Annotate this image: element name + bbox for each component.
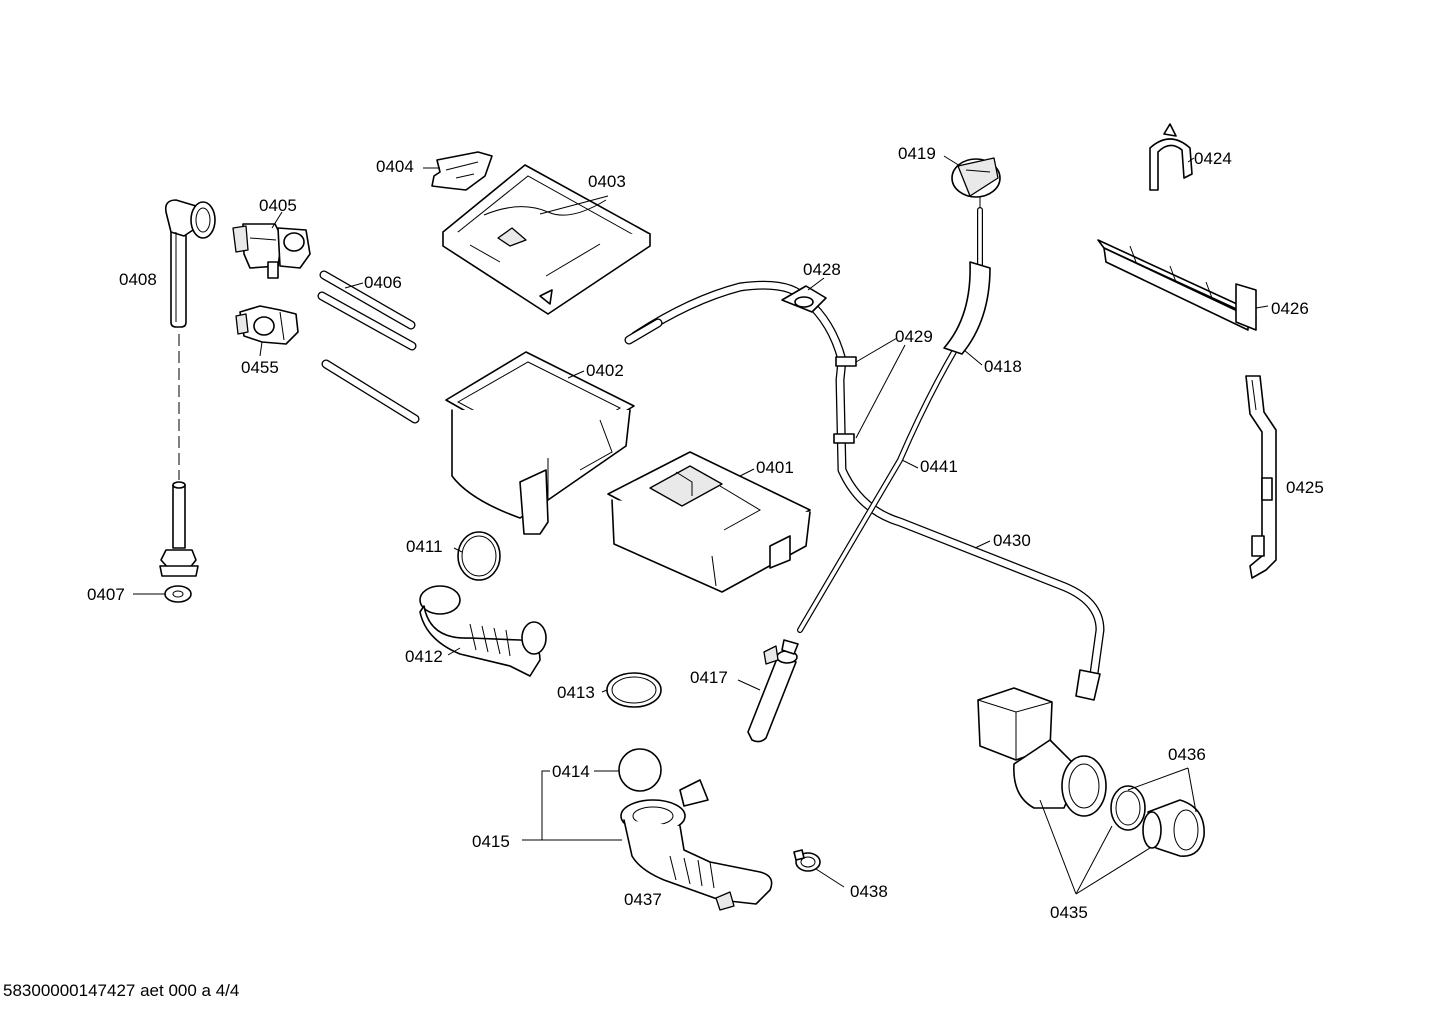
callout-0413: 0413 xyxy=(557,683,595,702)
callout-0428: 0428 xyxy=(803,260,841,279)
rail-0426 xyxy=(1097,239,1257,331)
air-trap-0417 xyxy=(747,639,799,743)
callout-0411: 0411 xyxy=(406,537,443,556)
pump-filter-0436 xyxy=(1142,799,1205,857)
solenoid-valve-0405 xyxy=(232,223,311,279)
drawer-frame-0403 xyxy=(442,164,651,315)
pressure-switch-0419 xyxy=(951,157,1001,208)
callout-0414: 0414 xyxy=(552,762,590,781)
callout-0406: 0406 xyxy=(364,273,402,292)
callout-0407: 0407 xyxy=(87,585,125,604)
callout-0419: 0419 xyxy=(898,144,936,163)
callout-0402: 0402 xyxy=(586,361,624,380)
seal-ring-0413 xyxy=(606,672,662,708)
bellows-hose-0412 xyxy=(419,585,547,677)
callout-0437: 0437 xyxy=(624,890,662,909)
bracket-0424 xyxy=(1149,123,1193,191)
callout-0405: 0405 xyxy=(259,196,297,215)
clip-0404 xyxy=(431,151,493,191)
callout-0430: 0430 xyxy=(993,531,1031,550)
solenoid-valve-0455 xyxy=(235,305,299,345)
drain-pump-0435 xyxy=(977,687,1146,831)
inlet-elbow-0408 xyxy=(164,199,216,328)
callout-labels: 0404 0403 0405 0408 0406 0455 0402 0401 … xyxy=(87,144,1324,922)
callout-0455: 0455 xyxy=(241,358,279,377)
sump-0415 xyxy=(620,779,773,911)
callout-0425: 0425 xyxy=(1286,478,1324,497)
inlet-hose-end-0407 xyxy=(159,481,199,603)
callout-0401: 0401 xyxy=(756,458,794,477)
callout-0426: 0426 xyxy=(1271,299,1309,318)
hoses-0406 xyxy=(317,270,420,424)
callout-0441: 0441 xyxy=(920,457,958,476)
callout-0408: 0408 xyxy=(119,270,157,289)
document-reference: 58300000147427 aet 000 a 4/4 xyxy=(3,981,240,1000)
callout-0404: 0404 xyxy=(376,157,414,176)
ball-0414 xyxy=(618,748,662,792)
leader-lines xyxy=(133,155,1269,895)
callout-0412: 0412 xyxy=(405,647,443,666)
callout-0435: 0435 xyxy=(1050,903,1088,922)
drawer-housing-0402 xyxy=(445,351,635,535)
callout-0438: 0438 xyxy=(850,882,888,901)
callout-0418: 0418 xyxy=(984,357,1022,376)
callout-0415: 0415 xyxy=(472,832,510,851)
callout-0403: 0403 xyxy=(588,172,626,191)
callout-0424: 0424 xyxy=(1194,149,1232,168)
callout-0429: 0429 xyxy=(895,327,933,346)
callout-0436: 0436 xyxy=(1168,745,1206,764)
strip-0425 xyxy=(1245,375,1277,579)
detergent-drawer-0401 xyxy=(607,451,811,593)
hose-clamp-0438 xyxy=(793,849,821,872)
pressure-tube-0418 xyxy=(797,207,991,633)
hose-system-0430 xyxy=(624,280,1105,701)
callout-0417: 0417 xyxy=(690,668,728,687)
seal-ring-0411 xyxy=(457,531,501,581)
